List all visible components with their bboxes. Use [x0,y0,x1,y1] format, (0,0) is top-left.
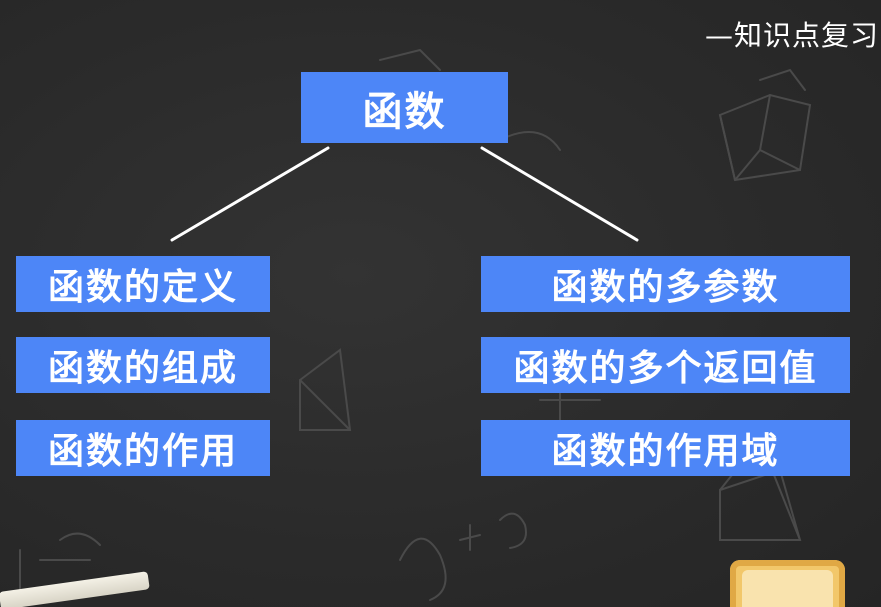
left-node-definition: 函数的定义 [16,256,270,312]
right-node-scope: 函数的作用域 [481,420,850,476]
root-node: 函数 [301,72,508,143]
connector-right [480,146,639,242]
left-node-purpose: 函数的作用 [16,420,270,476]
connector-left [170,146,330,242]
right-node-multiple-params: 函数的多参数 [481,256,850,312]
corner-tab-button[interactable] [730,560,845,607]
right-node-multiple-returns: 函数的多个返回值 [481,337,850,393]
left-node-composition: 函数的组成 [16,337,270,393]
corner-tab-button-face [742,570,833,607]
section-subtitle: —知识点复习 [704,19,879,52]
